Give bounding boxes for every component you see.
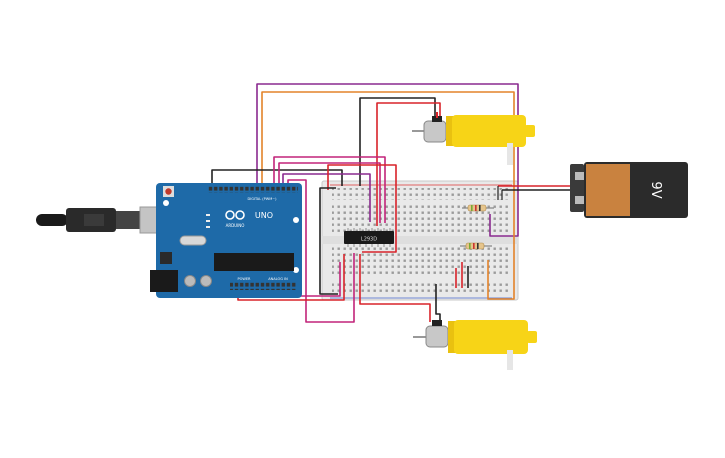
wire-red-left (327, 164, 397, 253)
resistor-top[interactable] (462, 204, 494, 212)
wire-magenta-1 (273, 156, 386, 223)
arduino-brand: ARDUINO (226, 223, 245, 228)
wire-purple-top (256, 83, 519, 237)
wire-orange-top (261, 91, 515, 300)
wires (211, 83, 584, 323)
wire-red-bottom-motor (359, 254, 431, 322)
power-jack[interactable] (150, 270, 178, 292)
power-header-label: POWER (238, 277, 252, 281)
wire-black-left (319, 187, 338, 295)
arduino-logo-icon (225, 210, 245, 220)
wire-magenta-3 (287, 179, 355, 323)
dc-motor-top[interactable] (412, 112, 535, 165)
chip-label: L293D (361, 237, 377, 243)
dc-motor-bottom[interactable] (413, 320, 537, 370)
digital-header-label: DIGITAL (PWM~) (247, 197, 277, 201)
resistor-bottom[interactable] (460, 242, 492, 250)
battery-label: 9V (648, 181, 663, 198)
wire-black-bottom-motor (435, 284, 441, 322)
usb-cable (36, 206, 171, 234)
battery-9v[interactable]: 9V (570, 162, 688, 218)
arduino-model: UNO (255, 211, 273, 220)
reset-button[interactable] (165, 188, 172, 195)
wire-black-top-motor (359, 97, 436, 186)
wire-magenta-2 (278, 162, 381, 223)
wire-bb-rail-black (497, 186, 503, 200)
analog-header-label: ANALOG IN (268, 277, 288, 281)
wire-red-bb-right (455, 262, 463, 288)
arduino-uno-board[interactable]: ARDUINO UNO DIGITAL (PWM~) POWER ANALOG … (150, 183, 302, 298)
driver-chip[interactable]: L293D (344, 228, 394, 247)
wire-purple-chip (282, 173, 371, 222)
wire-black-gnd (211, 169, 343, 186)
